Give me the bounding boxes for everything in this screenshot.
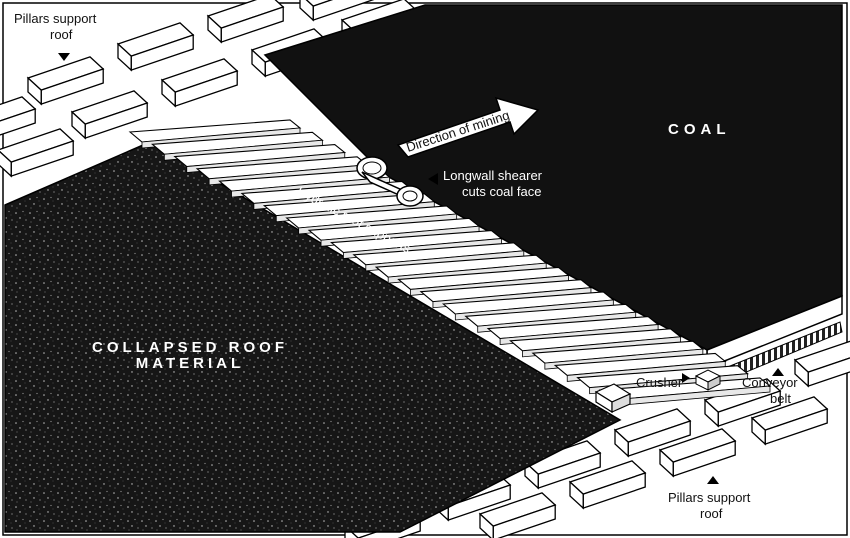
pillar-block	[750, 396, 829, 446]
pillar-block	[478, 492, 557, 538]
pillar-block	[299, 0, 375, 22]
pillar-block	[26, 56, 105, 106]
pillar-block	[70, 90, 149, 140]
pillar-block	[0, 96, 37, 136]
pillar-block	[658, 428, 737, 478]
pillars-top-pointer-icon	[58, 53, 70, 61]
conveyor-label-line1: Conveyor	[742, 375, 798, 390]
crusher	[594, 383, 632, 414]
pillars-bottom-label-line1: Pillars support	[668, 490, 751, 505]
shearer-label-line2: cuts coal face	[462, 184, 542, 199]
conveyor-pointer-icon	[772, 368, 784, 376]
shearer-label-line1: Longwall shearer	[443, 168, 543, 183]
crusher-box	[694, 369, 722, 391]
pillar-block	[523, 440, 602, 490]
collapsed-label-line1: COLLAPSED ROOF	[92, 339, 288, 356]
pillar-block	[0, 128, 75, 178]
crusher-pointer-icon	[682, 373, 690, 383]
pillar-block	[793, 340, 850, 388]
collapsed-label-line2: MATERIAL	[136, 355, 244, 372]
conveyor-label-line2: belt	[770, 391, 791, 406]
pillar-block	[160, 58, 239, 108]
pillars-bottom-label-line2: roof	[700, 506, 723, 521]
pillars-top-label-line1: Pillars support	[14, 11, 97, 26]
pillars-bottom-pointer-icon	[707, 476, 719, 484]
crusher-label: Crusher	[636, 375, 683, 390]
pillar-block	[206, 0, 285, 44]
longwall-shearer	[356, 156, 424, 207]
shearer-pointer-icon	[428, 173, 438, 185]
hydraulic-roof-supports	[128, 119, 772, 407]
pillars-top-label-line2: roof	[50, 27, 73, 42]
pillar-block	[116, 22, 195, 72]
pillar-block	[568, 460, 647, 510]
pillar-block	[613, 408, 692, 458]
coal-label: COAL	[668, 121, 731, 138]
collapsed-roof-area	[4, 141, 622, 533]
